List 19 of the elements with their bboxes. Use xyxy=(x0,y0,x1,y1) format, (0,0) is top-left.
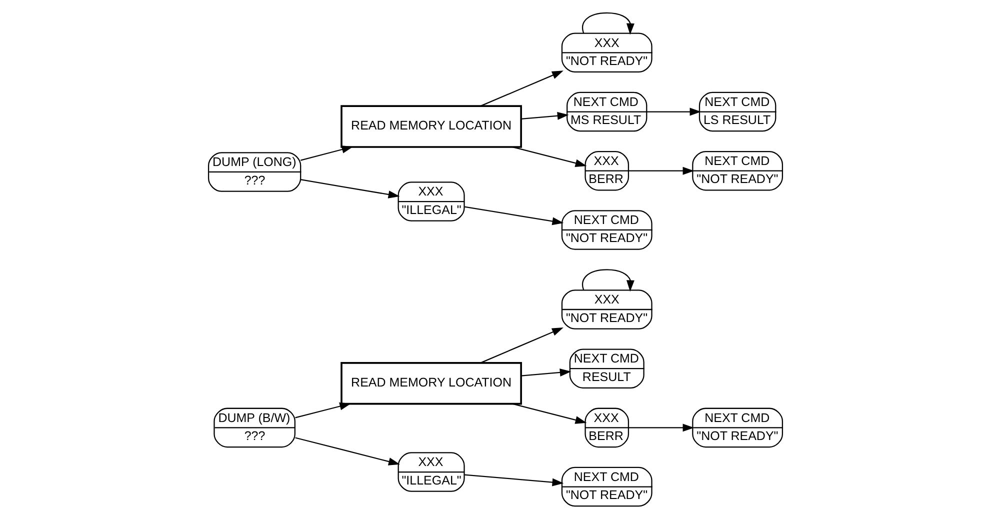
arrow xyxy=(582,12,634,35)
arrow xyxy=(646,108,702,116)
arrow xyxy=(521,368,572,376)
arrow xyxy=(300,146,354,161)
arrow xyxy=(295,437,400,466)
arrow xyxy=(628,166,694,175)
arrow xyxy=(480,328,564,364)
arrow xyxy=(480,70,564,106)
arrow xyxy=(512,146,587,168)
node-box: READ MEMORY LOCATION xyxy=(340,362,522,405)
arrow xyxy=(628,424,694,432)
arrow xyxy=(295,402,352,418)
arrow xyxy=(300,179,400,198)
node-box: READ MEMORY LOCATION xyxy=(340,105,522,148)
arrow xyxy=(582,269,634,292)
arrow xyxy=(521,112,569,120)
arrow xyxy=(464,206,564,226)
arrow xyxy=(464,474,564,486)
arrow xyxy=(512,403,587,424)
